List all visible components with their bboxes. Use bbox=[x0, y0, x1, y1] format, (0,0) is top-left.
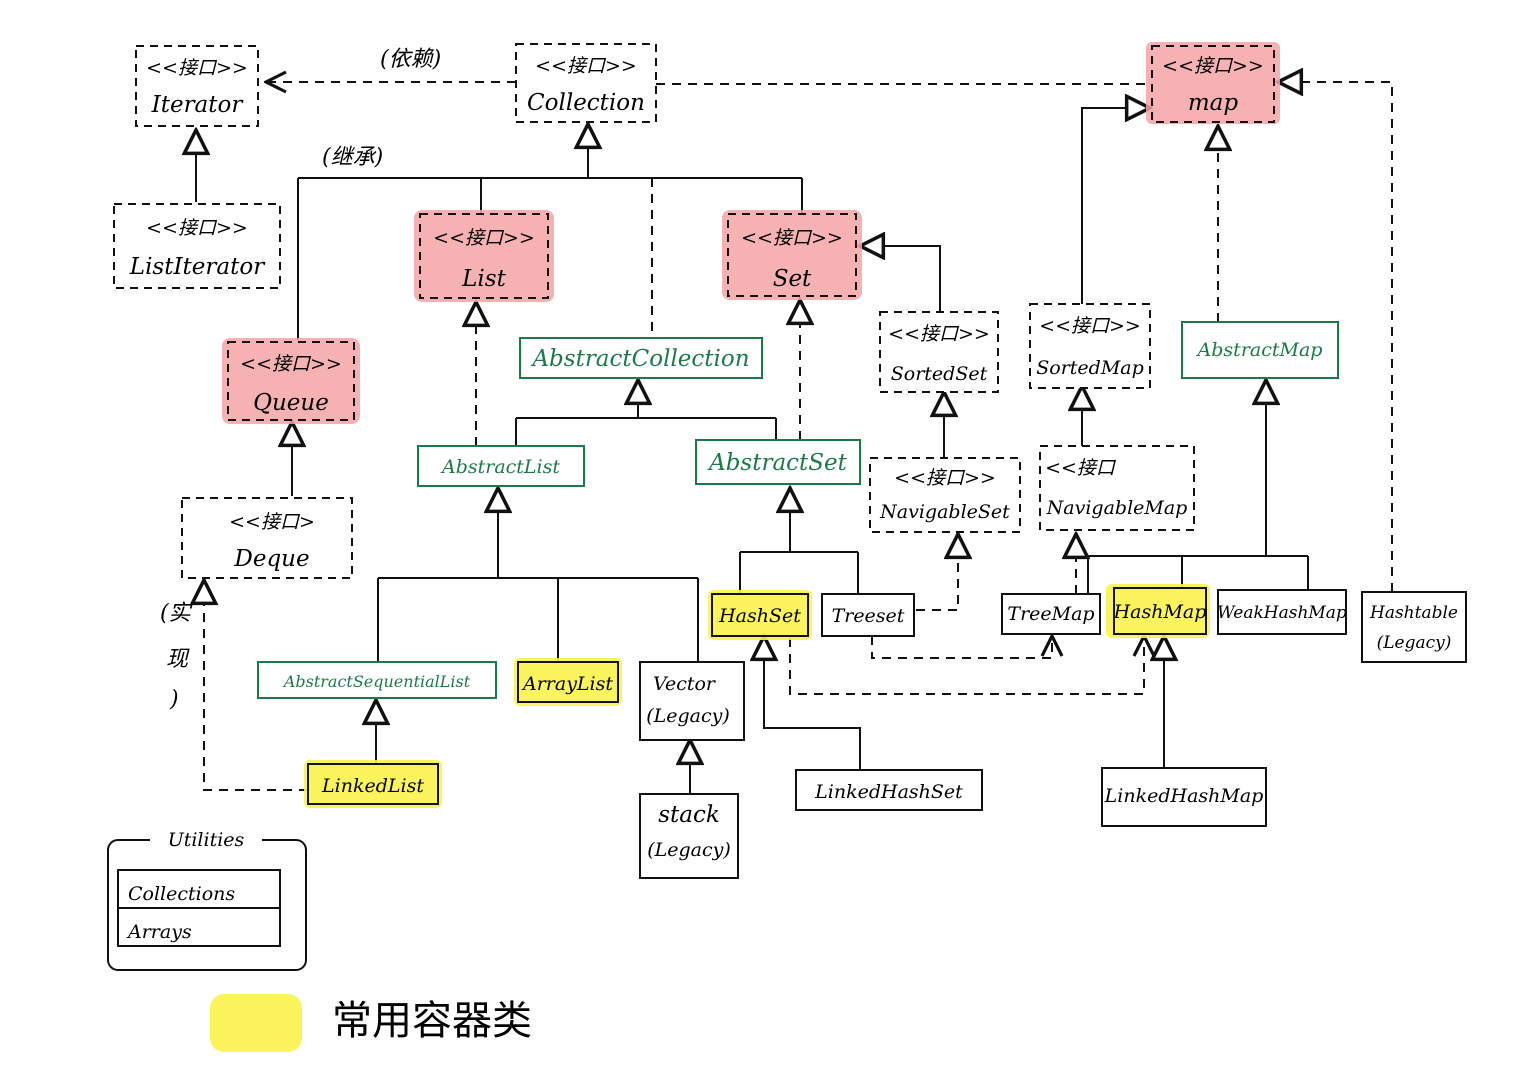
node-linkedhashset: LinkedHashSet bbox=[795, 769, 983, 811]
node-sublabel: (Legacy) bbox=[1377, 633, 1452, 653]
node-sortedset: <<接口>> SortedSet bbox=[879, 311, 999, 393]
node-sublabel: (Legacy) bbox=[647, 839, 731, 861]
node-label: SortedMap bbox=[1036, 357, 1144, 379]
edge-treeset-treemap bbox=[871, 636, 1052, 659]
node-set: <<接口>> Set bbox=[722, 210, 862, 300]
node-stereotype: <<接口>> bbox=[1162, 55, 1264, 77]
node-stereotype: <<接口 bbox=[1045, 457, 1117, 479]
node-iterator: <<接口>> Iterator bbox=[135, 45, 259, 127]
node-abstractlist: AbstractList bbox=[417, 445, 585, 487]
node-linkedhashmap: LinkedHashMap bbox=[1101, 767, 1267, 827]
node-weakhashmap: WeakHashMap bbox=[1217, 589, 1347, 635]
node-label: ArrayList bbox=[521, 673, 613, 695]
node-label: stack bbox=[658, 802, 720, 828]
node-vector: Vector (Legacy) bbox=[639, 661, 745, 741]
node-treemap: TreeMap bbox=[1001, 593, 1101, 635]
label-inherits: (继承) bbox=[322, 145, 383, 170]
node-label: AbstractList bbox=[440, 456, 560, 478]
node-list: <<接口>> List bbox=[414, 210, 554, 302]
node-navigableset: <<接口>> NavigableSet bbox=[869, 457, 1021, 533]
node-stereotype: <<接口>> bbox=[146, 217, 248, 239]
node-linkedlist: LinkedList bbox=[304, 760, 442, 808]
node-label: LinkedHashMap bbox=[1104, 785, 1264, 807]
node-stereotype: <<接口>> bbox=[1039, 315, 1141, 337]
node-stereotype: <<接口>> bbox=[240, 353, 342, 375]
label-implements-3: ) bbox=[169, 687, 179, 712]
node-sublabel: (Legacy) bbox=[646, 705, 730, 727]
node-label: Queue bbox=[253, 390, 329, 416]
node-label: Set bbox=[773, 266, 812, 292]
node-stereotype: <<接口>> bbox=[433, 227, 535, 249]
node-hashmap: HashMap bbox=[1106, 584, 1210, 638]
node-hashtable: Hashtable (Legacy) bbox=[1361, 591, 1467, 663]
node-treeset: Treeset bbox=[821, 593, 915, 637]
node-stereotype: <<接口>> bbox=[894, 467, 996, 489]
node-collection: <<接口>> Collection bbox=[515, 43, 657, 123]
node-label: Vector bbox=[653, 673, 717, 695]
node-abstractsequentiallist: AbstractSequentialList bbox=[257, 661, 497, 699]
node-label: Deque bbox=[233, 546, 309, 572]
label-depends: (依赖) bbox=[380, 47, 441, 72]
node-stereotype: <<接口>> bbox=[741, 227, 843, 249]
node-label: HashMap bbox=[1113, 601, 1207, 623]
node-label: WeakHashMap bbox=[1217, 603, 1347, 623]
node-stereotype: <<接口> bbox=[229, 511, 315, 533]
node-label: LinkedHashSet bbox=[814, 781, 963, 803]
node-label: TreeMap bbox=[1007, 603, 1094, 625]
utilities-item-collections: Collections bbox=[128, 883, 235, 905]
utilities-panel: Utilities Collections Arrays bbox=[107, 828, 307, 971]
node-label: Hashtable bbox=[1369, 603, 1458, 623]
edge-hashset-hashmap bbox=[789, 636, 1144, 695]
label-implements-2: 现 bbox=[166, 647, 190, 672]
node-abstractcollection: AbstractCollection bbox=[519, 337, 763, 379]
node-queue: <<接口>> Queue bbox=[222, 338, 360, 424]
edge-linkedlist-deque bbox=[204, 580, 308, 791]
node-label: NavigableMap bbox=[1046, 497, 1188, 519]
node-navigablemap: <<接口 NavigableMap bbox=[1039, 445, 1195, 531]
node-label: Collection bbox=[527, 90, 645, 116]
utilities-title: Utilities bbox=[168, 829, 245, 851]
node-stereotype: <<接口>> bbox=[146, 57, 248, 79]
node-label: LinkedList bbox=[321, 775, 424, 797]
node-deque: <<接口> Deque bbox=[181, 497, 353, 579]
node-label: SortedSet bbox=[891, 363, 988, 385]
node-label: Treeset bbox=[832, 605, 905, 627]
node-stereotype: <<接口>> bbox=[535, 55, 637, 77]
node-abstractmap: AbstractMap bbox=[1181, 321, 1339, 379]
node-label: Iterator bbox=[151, 92, 245, 118]
node-label: HashSet bbox=[718, 605, 801, 627]
node-sortedmap: <<接口>> SortedMap bbox=[1029, 303, 1151, 389]
node-label: ListIterator bbox=[129, 254, 266, 280]
utilities-item-arrays: Arrays bbox=[126, 921, 192, 943]
node-label: AbstractCollection bbox=[530, 346, 749, 372]
edge-sortedmap-map bbox=[1081, 108, 1150, 304]
node-arraylist: ArrayList bbox=[514, 658, 622, 706]
node-listiterator: <<接口>> ListIterator bbox=[113, 203, 281, 289]
node-label: AbstractSet bbox=[707, 450, 848, 476]
legend-text: 常用容器类 bbox=[332, 998, 532, 1044]
node-stereotype: <<接口>> bbox=[888, 323, 990, 345]
node-label: AbstractMap bbox=[1196, 339, 1323, 361]
node-label: AbstractSequentialList bbox=[282, 672, 471, 691]
node-map: <<接口>> map bbox=[1146, 42, 1280, 124]
node-label: NavigableSet bbox=[879, 501, 1010, 523]
node-stack: stack (Legacy) bbox=[639, 793, 739, 879]
node-label: map bbox=[1188, 90, 1239, 116]
edge-linkedhashset-hashset bbox=[764, 636, 861, 770]
node-abstractset: AbstractSet bbox=[695, 439, 861, 485]
legend-swatch bbox=[210, 994, 302, 1052]
edges bbox=[196, 82, 1393, 794]
label-implements-1: (实 bbox=[160, 601, 194, 626]
edge-sortedset-set bbox=[860, 246, 941, 312]
node-label: List bbox=[461, 266, 506, 292]
edge-treeset-navigableset bbox=[916, 534, 958, 611]
legend: 常用容器类 bbox=[210, 994, 532, 1052]
node-hashset: HashSet bbox=[708, 590, 812, 640]
